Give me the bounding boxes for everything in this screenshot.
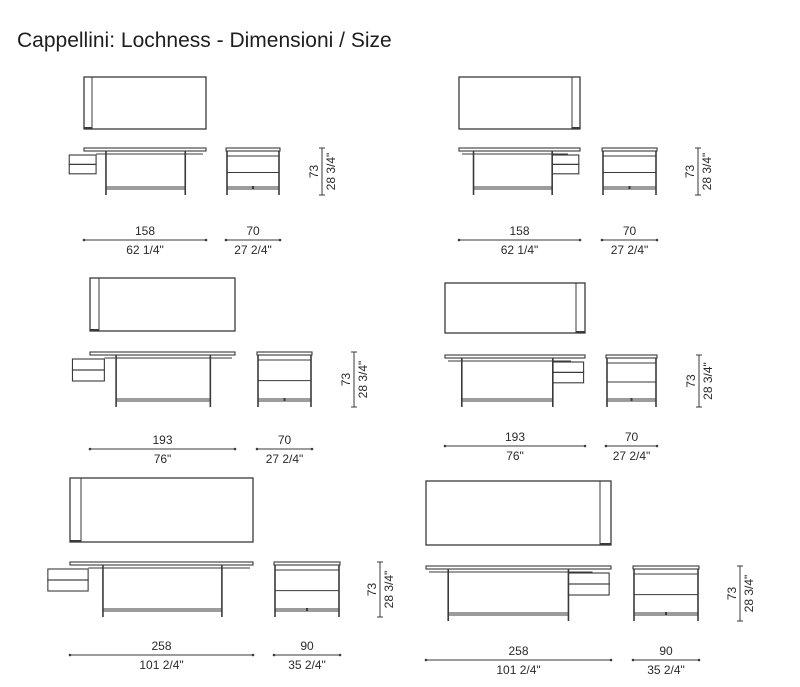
width-dimensions: 193 76" 70 27 2/4": [443, 430, 659, 463]
side-table-elevation: [225, 147, 281, 195]
width-dimensions: 193 76" 70 27 2/4": [88, 433, 314, 466]
height-cm-label: 73: [683, 165, 697, 179]
side-table-elevation: [256, 351, 313, 407]
desk-front-elevation: [47, 561, 254, 617]
side-table-elevation: [601, 147, 658, 195]
side-width-cm: 70: [246, 224, 260, 238]
height-cm-label: 73: [725, 587, 739, 601]
desk-width-in: 101 2/4": [139, 658, 183, 672]
desk-front-elevation: [458, 147, 581, 195]
desk-width-cm: 158: [135, 224, 155, 238]
height-in-label: 28 3/4": [382, 571, 396, 609]
side-table-elevation: [632, 565, 700, 621]
side-width-in: 35 2/4": [288, 658, 326, 672]
desk-front-elevation: [444, 354, 586, 407]
height-cm-label: 73: [339, 373, 353, 387]
side-width-in: 35 2/4": [647, 663, 685, 677]
side-width-cm: 70: [625, 430, 639, 444]
side-width-cm: 90: [659, 644, 673, 658]
side-table-elevation: [605, 354, 658, 407]
desk-width-in: 62 1/4": [501, 243, 539, 257]
page-title: Cappellini: Lochness - Dimensioni / Size: [17, 29, 392, 52]
height-in-label: 28 3/4": [742, 575, 756, 613]
desk-width-cm: 193: [505, 430, 525, 444]
desk-top-view: [69, 477, 254, 543]
desk-width-cm: 258: [508, 644, 528, 658]
height-in-label: 28 3/4": [324, 153, 338, 191]
side-width-in: 27 2/4": [266, 452, 304, 466]
width-dimensions: 158 62 1/4" 70 27 2/4": [82, 224, 282, 257]
desk-front-elevation: [425, 565, 612, 621]
height-cm-label: 73: [684, 374, 698, 388]
side-width-cm: 70: [278, 433, 292, 447]
side-width-cm: 90: [300, 639, 314, 653]
desk-width-cm: 258: [151, 639, 171, 653]
height-in-label: 28 3/4": [701, 362, 715, 400]
side-width-in: 27 2/4": [613, 449, 651, 463]
width-dimensions: 258 101 2/4" 90 35 2/4": [68, 639, 342, 672]
side-table-elevation: [273, 561, 341, 617]
desk-front-elevation: [68, 147, 207, 195]
desk-width-in: 62 1/4": [126, 243, 164, 257]
desk-width-cm: 158: [509, 224, 529, 238]
desk-width-in: 76": [154, 452, 172, 466]
height-in-label: 28 3/4": [700, 153, 714, 191]
height-cm-label: 73: [365, 583, 379, 597]
desk-top-view: [83, 76, 207, 130]
desk-top-view: [425, 480, 612, 546]
desk-top-view: [89, 277, 236, 332]
height-in-label: 28 3/4": [356, 361, 370, 399]
desk-width-cm: 193: [152, 433, 172, 447]
desk-top-view: [444, 282, 586, 334]
desk-width-in: 101 2/4": [496, 663, 540, 677]
side-width-cm: 70: [623, 224, 637, 238]
desk-width-in: 76": [506, 449, 524, 463]
side-width-in: 27 2/4": [234, 243, 272, 257]
width-dimensions: 158 62 1/4" 70 27 2/4": [457, 224, 659, 257]
desk-front-elevation: [71, 351, 236, 407]
side-width-in: 27 2/4": [611, 243, 649, 257]
height-cm-label: 73: [307, 165, 321, 179]
desk-top-view: [458, 76, 581, 130]
width-dimensions: 258 101 2/4" 90 35 2/4": [424, 644, 701, 677]
